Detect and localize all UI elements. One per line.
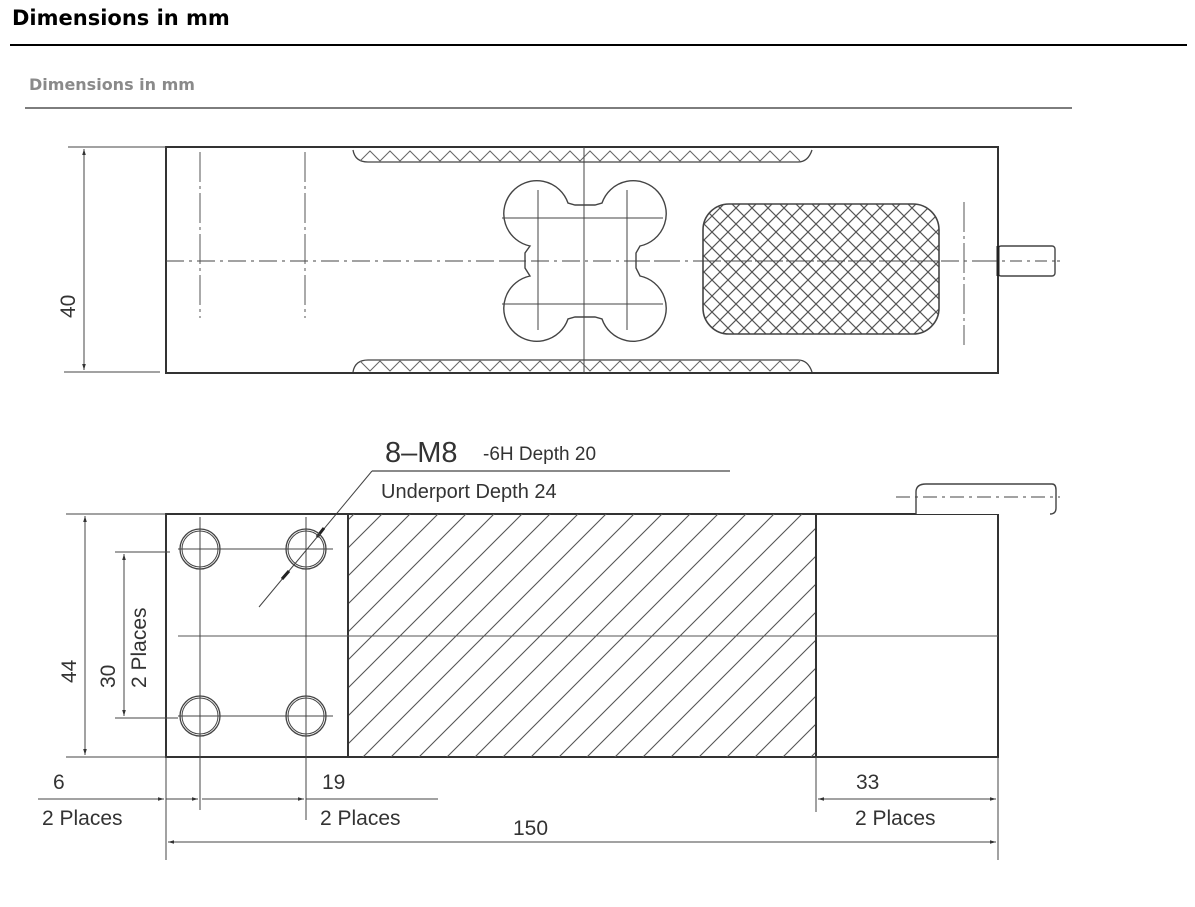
mounting-holes: [178, 517, 333, 820]
side-view: 8–M8 -6H Depth 20 Underport Depth 24: [38, 437, 1060, 860]
edge-offset-note: 2 Places: [42, 807, 123, 830]
top-height-dim: 40: [57, 295, 80, 318]
right-block-dim: 33: [856, 771, 879, 794]
label-pad: [702, 203, 940, 335]
heading-divider: [10, 44, 1187, 46]
right-block-note: 2 Places: [855, 807, 936, 830]
cable-stub: [985, 245, 1060, 277]
top-view: 40: [57, 146, 1060, 374]
side-height-dim: 44: [58, 659, 81, 683]
caption-divider: [25, 107, 1072, 109]
thread-size-label: 8–M8: [385, 437, 458, 469]
underport-label: Underport Depth 24: [381, 481, 557, 503]
overall-length-dim: 150: [513, 817, 548, 840]
thread-spec-label: -6H Depth 20: [483, 444, 596, 465]
hole-spacing-dim: 30: [97, 665, 120, 688]
side-cable-stub: [896, 483, 1060, 515]
hole-pitch-note: 2 Places: [320, 807, 401, 830]
page-title: Dimensions in mm: [12, 6, 230, 30]
hole-pitch-dim: 19: [322, 771, 345, 794]
figure-caption: Dimensions in mm: [29, 75, 195, 94]
hole-spacing-note: 2 Places: [128, 607, 151, 688]
bottom-groove: [352, 359, 813, 373]
top-groove: [352, 149, 813, 163]
thread-callout: 8–M8 -6H Depth 20 Underport Depth 24: [258, 437, 730, 608]
bending-cutout: [500, 147, 668, 373]
edge-offset-dim: 6: [53, 771, 65, 794]
